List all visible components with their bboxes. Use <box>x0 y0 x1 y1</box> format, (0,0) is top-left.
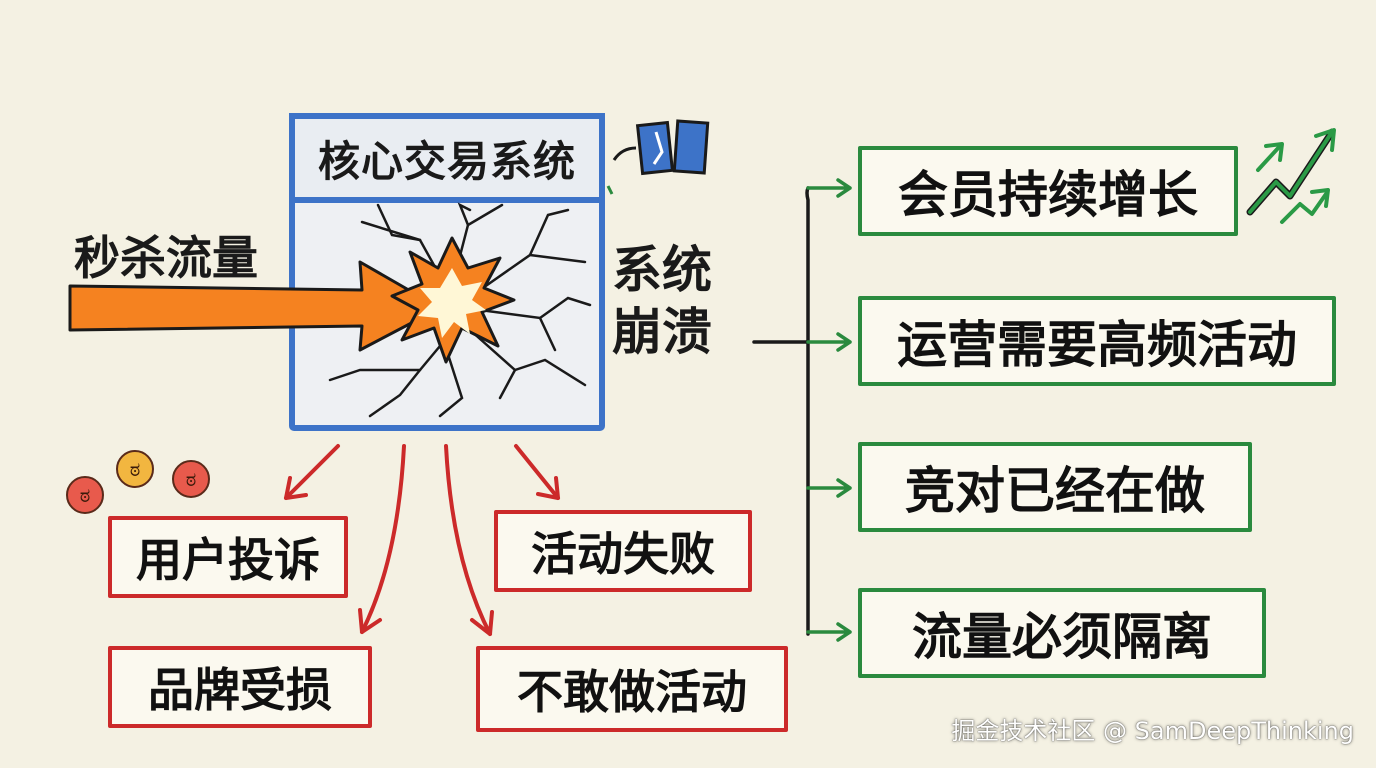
reason-traffic-isolation: 流量必须隔离 <box>858 588 1266 678</box>
angry-face-icon: ಠ <box>66 476 104 514</box>
consequence-brand-damage: 品牌受损 <box>108 646 372 728</box>
crash-label-line-1: 系统 <box>612 241 712 299</box>
traffic-label: 秒杀流量 <box>74 231 258 285</box>
impact-burst <box>390 236 516 364</box>
consequence-campaign-failed: 活动失败 <box>494 510 752 592</box>
crack-lines <box>328 202 592 418</box>
watermark: 掘金技术社区 @ SamDeepThinking <box>951 717 1354 745</box>
reason-arrows <box>752 186 810 636</box>
consequence-no-more-campaigns: 不敢做活动 <box>476 646 788 732</box>
traffic-arrow <box>68 260 442 352</box>
core-system-title: 核心交易系统 <box>317 136 576 186</box>
consequence-user-complaints: 用户投诉 <box>108 516 348 598</box>
upward-trend-arrows-icon <box>1246 128 1336 224</box>
angry-face-icon: ಠ <box>172 460 210 498</box>
consequence-arrows <box>284 444 560 636</box>
crash-label-line-2: 崩溃 <box>612 303 712 361</box>
reason-member-growth: 会员持续增长 <box>858 146 1238 236</box>
reason-competitors-doing-it: 竞对已经在做 <box>858 442 1252 532</box>
reason-frequent-campaigns: 运营需要高频活动 <box>858 296 1336 386</box>
broken-link-icon <box>606 119 710 195</box>
frustrated-face-icon: ಠ <box>116 450 154 488</box>
